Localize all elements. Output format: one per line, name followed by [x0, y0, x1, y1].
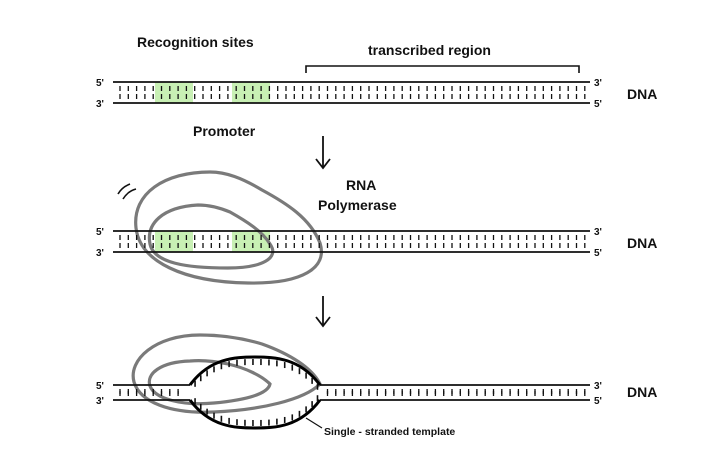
- strand-end-3prime: 3': [594, 78, 602, 89]
- transcribed-region-label: transcribed region: [368, 42, 491, 58]
- strand-end-5prime: 5': [96, 227, 104, 238]
- transcription-bubble: [188, 355, 322, 430]
- strand-end-5prime: 5': [594, 396, 602, 407]
- base-pair-ticks: [119, 86, 586, 99]
- down-arrow-icon: [315, 296, 331, 328]
- promoter-label: Promoter: [193, 123, 256, 139]
- strand-end-3prime: 3': [96, 99, 104, 110]
- motion-lines-icon: [117, 183, 137, 200]
- strand-end-5prime: 5': [594, 248, 602, 259]
- rna-polymerase-shape: [134, 170, 323, 285]
- strand-end-5prime: 5': [96, 381, 104, 392]
- bubble-base-ticks: [194, 359, 319, 426]
- strand-end-3prime: 3': [594, 227, 602, 238]
- base-pair-ticks: [119, 389, 586, 396]
- down-arrow-icon: [315, 136, 331, 170]
- recognition-site-1: [155, 231, 193, 252]
- dna-label: DNA: [627, 235, 657, 251]
- base-pair-ticks: [119, 235, 586, 248]
- rna-polymerase-label-line2: Polymerase: [318, 197, 397, 213]
- strand-end-3prime: 3': [594, 381, 602, 392]
- panel-open-complex: 5' 3' 3' 5' DNA Single - stranded templa…: [96, 333, 657, 438]
- rna-polymerase-label-line1: RNA: [346, 177, 376, 193]
- strand-end-5prime: 5': [96, 78, 104, 89]
- recognition-site-2: [232, 231, 270, 252]
- recognition-site-1: [155, 82, 193, 103]
- strand-end-5prime: 5': [594, 99, 602, 110]
- transcribed-region-bracket: [305, 65, 580, 73]
- panel-promoter-dna: Recognition sites transcribed region 5' …: [96, 34, 657, 139]
- strand-end-3prime: 3': [96, 248, 104, 259]
- dna-label: DNA: [627, 86, 657, 102]
- recognition-site-2: [232, 82, 270, 103]
- panel-polymerase-binding: RNA Polymerase 5' 3' 3' 5' DNA: [96, 170, 657, 285]
- recognition-sites-label: Recognition sites: [137, 34, 254, 50]
- strand-end-3prime: 3': [96, 396, 104, 407]
- dna-label: DNA: [627, 384, 657, 400]
- template-pointer-line: [305, 417, 323, 429]
- single-stranded-template-label: Single - stranded template: [324, 426, 455, 438]
